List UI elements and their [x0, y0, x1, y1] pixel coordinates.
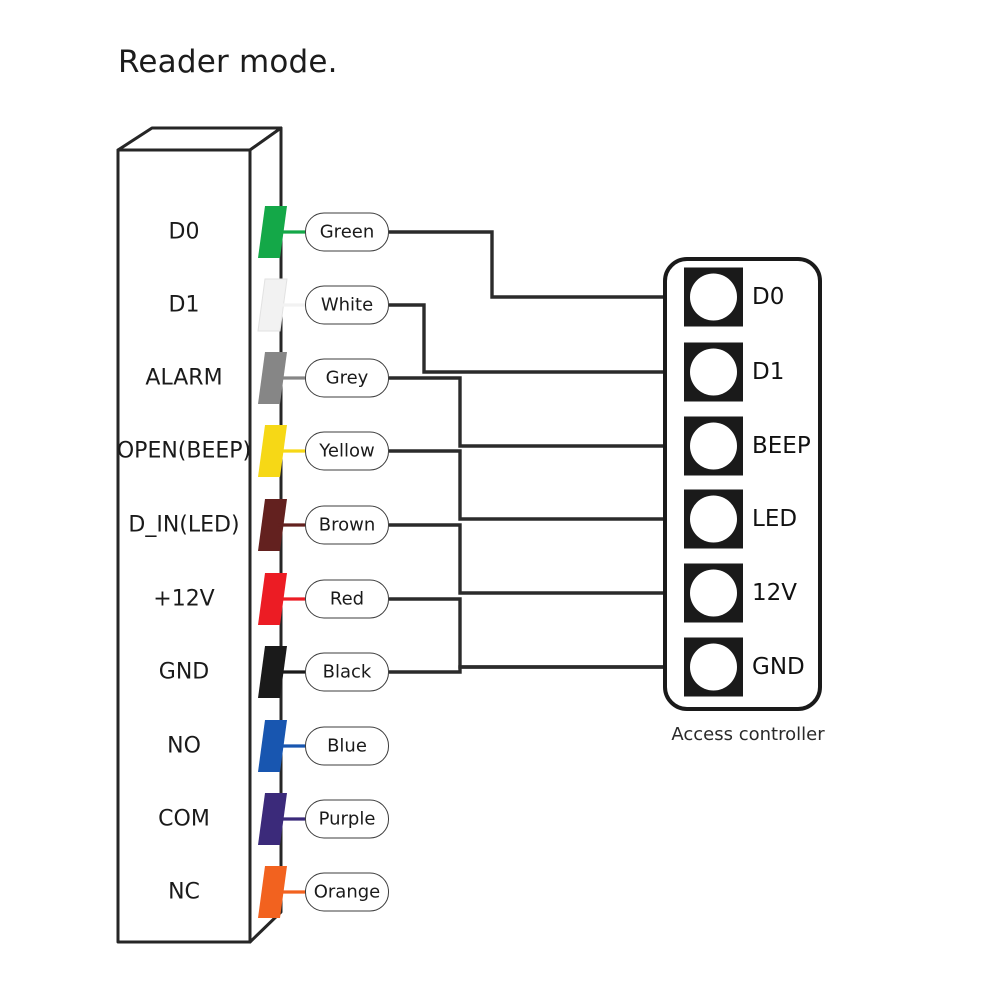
wire-name-box-white: White [305, 285, 389, 325]
connection-yellow-to-led [389, 449, 665, 521]
reader-front-face [116, 148, 252, 944]
reader-pin-label-no: NO [167, 733, 201, 759]
connection-brown-to-12v [389, 523, 665, 595]
terminal-screw-d0[interactable] [690, 273, 737, 321]
wire-name-box-yellow: Yellow [305, 431, 389, 471]
reader-pin-label-gnd: GND [158, 659, 210, 685]
terminal-screw-12v[interactable] [690, 569, 737, 617]
controller-pin-label-12v: 12V [752, 580, 798, 606]
controller-pin-label-gnd: GND [752, 654, 805, 680]
terminal-screw-gnd[interactable] [690, 643, 737, 691]
connection-black-to-gnd [389, 665, 665, 674]
wire-stub-black [258, 646, 287, 698]
controller-pin-label-d0: D0 [752, 284, 785, 310]
reader-pin-label-alarm: ALARM [145, 365, 223, 391]
wire-name-box-blue: Blue [305, 726, 389, 766]
terminal-layer [684, 267, 743, 697]
wire-layer [257, 206, 665, 918]
wire-name-box-red: Red [305, 579, 389, 619]
terminal-screw-led[interactable] [690, 495, 737, 543]
reader-pin-label-com: COM [158, 806, 210, 832]
terminal-screw-d1[interactable] [690, 348, 737, 396]
reader-pin-label-d1: D1 [168, 292, 200, 318]
wire-stub-yellow [258, 425, 287, 477]
wire-name-box-grey: Grey [305, 358, 389, 398]
wire-stub-brown [258, 499, 287, 551]
connection-red-to-gnd [389, 597, 665, 669]
wire-stub-red [258, 573, 287, 625]
reader-pin-label-d0: D0 [168, 219, 200, 245]
wire-stub-grey [258, 352, 287, 404]
controller-pin-label-d1: D1 [752, 359, 785, 385]
wire-name-box-black: Black [305, 652, 389, 692]
reader-pin-label-open-beep-: OPEN(BEEP) [116, 438, 252, 464]
connection-white-to-d1 [389, 303, 665, 374]
wire-stub-green [258, 206, 287, 258]
controller-pin-label-led: LED [752, 506, 798, 532]
connection-grey-to-beep [389, 376, 665, 448]
wire-stub-orange [258, 866, 287, 918]
wire-name-box-green: Green [305, 212, 389, 252]
wire-name-box-purple: Purple [305, 799, 389, 839]
wire-stub-blue [258, 720, 287, 772]
wire-name-box-brown: Brown [305, 505, 389, 545]
wire-stub-white [257, 278, 288, 332]
terminal-screw-beep[interactable] [690, 422, 737, 470]
wire-name-box-orange: Orange [305, 872, 389, 912]
controller-caption: Access controller [671, 724, 825, 745]
reader-pin-label--12v: +12V [153, 586, 215, 612]
controller-pin-label-beep: BEEP [752, 433, 811, 459]
reader-pin-label-nc: NC [168, 879, 200, 905]
wire-stub-purple [258, 793, 287, 845]
page-title: Reader mode. [118, 44, 338, 80]
connection-green-to-d0 [389, 230, 665, 299]
reader-pin-label-d-in-led-: D_IN(LED) [128, 512, 240, 538]
